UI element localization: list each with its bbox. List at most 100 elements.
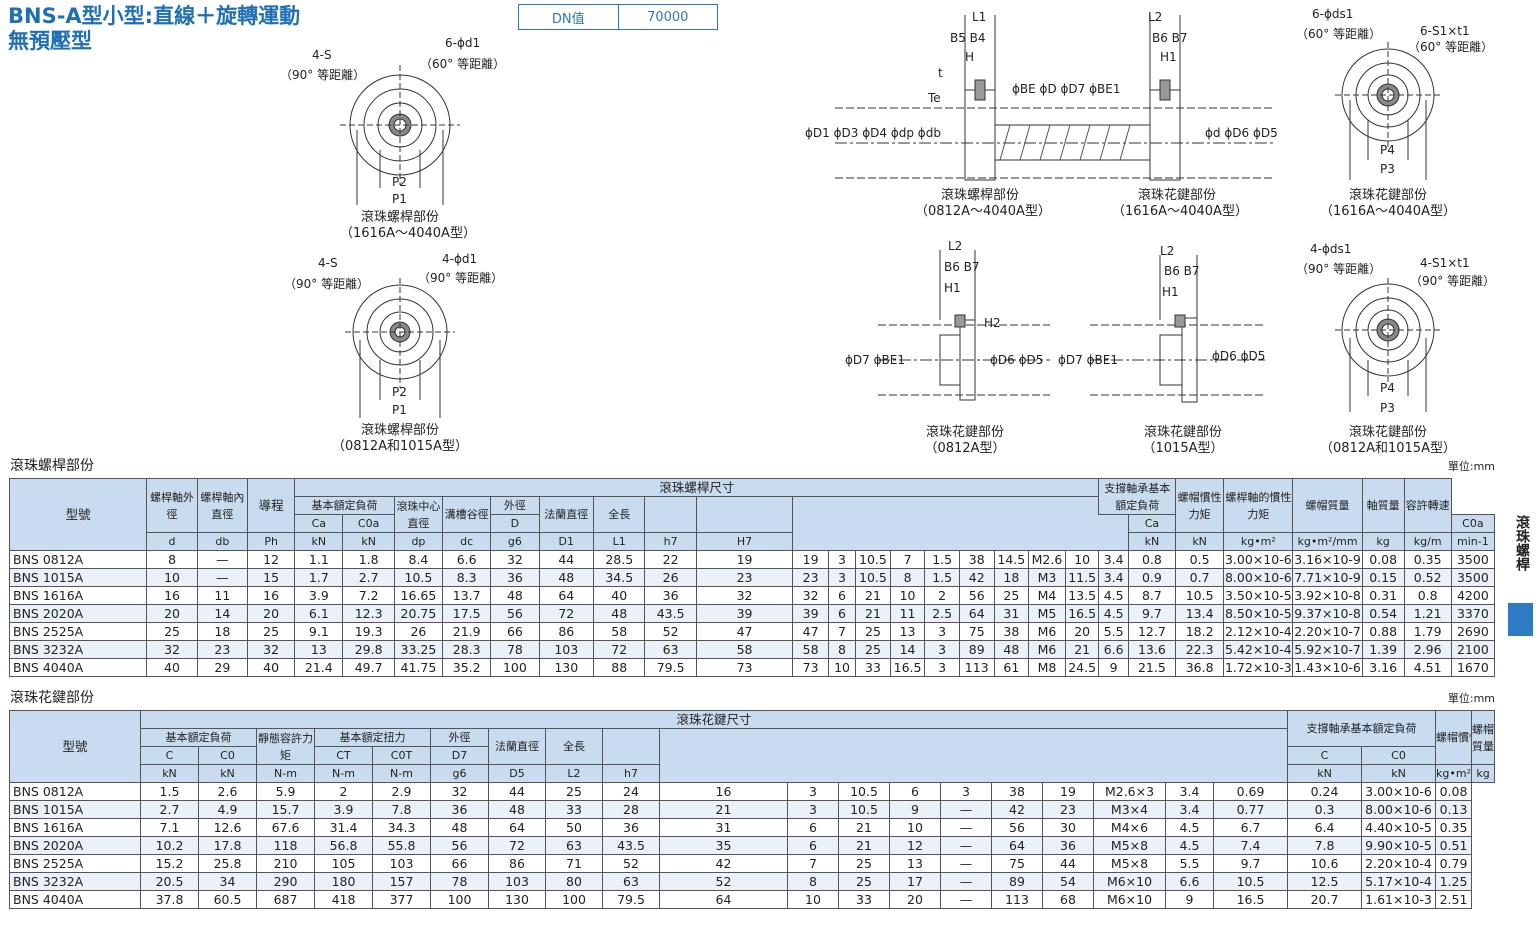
spline-cell: 33 bbox=[838, 890, 890, 909]
screw-cell: 58 bbox=[792, 640, 829, 659]
screw-cell: 35.2 bbox=[442, 658, 492, 677]
spline-cell: 6 bbox=[787, 836, 839, 855]
screw-cell: 0.8 bbox=[1403, 586, 1452, 605]
screw-cell: 5.92×10-7 bbox=[1292, 640, 1363, 659]
screw-cell: 13.4 bbox=[1174, 604, 1225, 623]
screw-cell: 8.4 bbox=[393, 550, 444, 569]
screw-cell: 1.7 bbox=[294, 568, 344, 587]
screw-cell: 4.5 bbox=[1098, 586, 1129, 605]
spline-cell: 25 bbox=[838, 854, 890, 873]
screw-cell: 25 bbox=[855, 640, 891, 659]
spline-cell: 17 bbox=[889, 872, 941, 891]
spline-cell: — bbox=[940, 890, 992, 909]
title-line-1: BNS-A型小型:直線＋旋轉運動 bbox=[8, 4, 301, 28]
spline-unit-kn2: kN bbox=[198, 764, 257, 783]
spline-cell: 52 bbox=[659, 872, 788, 891]
label-b6b7-0812: B6 B7 bbox=[944, 260, 980, 274]
spline-cell: M6×10 bbox=[1093, 872, 1166, 891]
screw-cell: 3 bbox=[827, 550, 857, 569]
sym-ca: Ca bbox=[294, 514, 344, 533]
screw-cell: 10 bbox=[889, 586, 926, 605]
caption-spline-0812: 滾珠花鍵部份 （0812A型） bbox=[924, 425, 1006, 456]
screw-cell: 103 bbox=[538, 640, 595, 659]
screw-cell: M5 bbox=[1028, 604, 1066, 623]
screw-cell: 36.8 bbox=[1174, 658, 1225, 677]
spline-cell: 37.8 bbox=[140, 890, 199, 909]
screw-cell: 14 bbox=[889, 640, 926, 659]
screw-cell: 2.5 bbox=[924, 604, 960, 623]
screw-cell: 19.3 bbox=[342, 622, 395, 641]
spline-cell: 377 bbox=[372, 890, 431, 909]
spline-cell: M5×8 bbox=[1093, 854, 1166, 873]
screw-cell: 8 bbox=[889, 568, 926, 587]
spline-cell: 0.35 bbox=[1435, 818, 1473, 837]
screw-cell: 9.7 bbox=[1127, 604, 1177, 623]
spline-cell: M2.6×3 bbox=[1093, 782, 1166, 801]
screw-cell: 1.1 bbox=[294, 550, 344, 569]
col-basic-rating: 基本額定負荷 bbox=[294, 496, 395, 515]
screw-cell: 13.6 bbox=[1127, 640, 1177, 659]
unit-kn-2: kN bbox=[342, 532, 395, 551]
spline-cell: 0.3 bbox=[1287, 800, 1363, 819]
spline-cell: 2.20×10-4 bbox=[1361, 854, 1437, 873]
spline-cell: M6×10 bbox=[1093, 890, 1166, 909]
screw-cell: 33.25 bbox=[393, 640, 444, 659]
spline-cell: 20 bbox=[889, 890, 941, 909]
screw-cell: 25 bbox=[146, 622, 198, 641]
spline-cell: 1.61×10-3 bbox=[1361, 890, 1437, 909]
screw-cell: 23 bbox=[695, 568, 794, 587]
screw-cell: 4.5 bbox=[1098, 604, 1129, 623]
spline-sym-c2: C bbox=[1287, 746, 1363, 765]
label-p2-lower: P2 bbox=[392, 385, 407, 399]
spline-cell: 48 bbox=[430, 818, 489, 837]
spline-cell: 10.6 bbox=[1287, 854, 1363, 873]
screw-cell: 40 bbox=[593, 586, 646, 605]
screw-cell: 16.65 bbox=[393, 586, 444, 605]
spline-cell: 31.4 bbox=[314, 818, 373, 837]
sym-db: db bbox=[196, 532, 249, 551]
screw-cell: 11 bbox=[196, 586, 249, 605]
caption-spline-1015: 滾珠花鍵部份 （1015A型） bbox=[1142, 425, 1224, 456]
unit-h7: h7 bbox=[644, 532, 697, 551]
spline-unit-nm1: N-m bbox=[256, 764, 315, 783]
screw-cell: 21.9 bbox=[442, 622, 492, 641]
spline-cell: 3 bbox=[787, 782, 839, 801]
screw-cell: 1670 bbox=[1450, 658, 1496, 677]
spline-unit-g6: g6 bbox=[430, 764, 489, 783]
spline-cell: 0.69 bbox=[1212, 782, 1289, 801]
spline-cell: 1.5 bbox=[140, 782, 199, 801]
spline-col-od: 外徑 bbox=[430, 728, 489, 747]
caption-right-spline-0812: 滾珠花鍵部份 （0812A和1015A型） bbox=[1320, 425, 1456, 456]
screw-cell: 18.2 bbox=[1174, 622, 1225, 641]
col-ball-center: 滾珠中心直徑 bbox=[393, 496, 444, 533]
spline-col-nut-mass: 螺帽質量 bbox=[1471, 710, 1495, 765]
label-60-equal-right2: （60° 等距離） bbox=[1408, 40, 1494, 54]
label-4-s: 4-S bbox=[312, 48, 332, 62]
screw-cell: 25 bbox=[855, 622, 891, 641]
screw-cell: 64 bbox=[958, 604, 995, 623]
label-l2-0812: L2 bbox=[948, 239, 963, 253]
screw-cell: 64 bbox=[538, 586, 595, 605]
spline-cell: 28 bbox=[602, 800, 660, 819]
screw-cell: 58 bbox=[695, 640, 794, 659]
screw-cell: 1.5 bbox=[924, 550, 960, 569]
screw-cell: 7.2 bbox=[342, 586, 395, 605]
unit-kn-4: kN bbox=[1174, 532, 1225, 551]
screw-cell: 11.5 bbox=[1064, 568, 1100, 587]
screw-cell: 3.4 bbox=[1098, 550, 1129, 569]
screw-cell: 22 bbox=[644, 550, 697, 569]
title-line-2: 無預壓型 bbox=[8, 29, 92, 53]
screw-cell: 61 bbox=[993, 658, 1030, 677]
screw-section-title: 滾珠螺桿部份 bbox=[10, 458, 94, 474]
spline-cell: 64 bbox=[659, 890, 788, 909]
spline-cell: 66 bbox=[430, 854, 489, 873]
spline-cell: 9 bbox=[1165, 890, 1214, 909]
screw-cell: 72 bbox=[538, 604, 595, 623]
spline-col-flange: 法蘭直徑 bbox=[488, 728, 546, 765]
col-lead: 導程 bbox=[247, 478, 296, 533]
col-od: 外徑 bbox=[490, 496, 540, 515]
spline-cell: — bbox=[940, 818, 992, 837]
page-title: BNS-A型小型:直線＋旋轉運動 無預壓型 bbox=[8, 4, 300, 54]
